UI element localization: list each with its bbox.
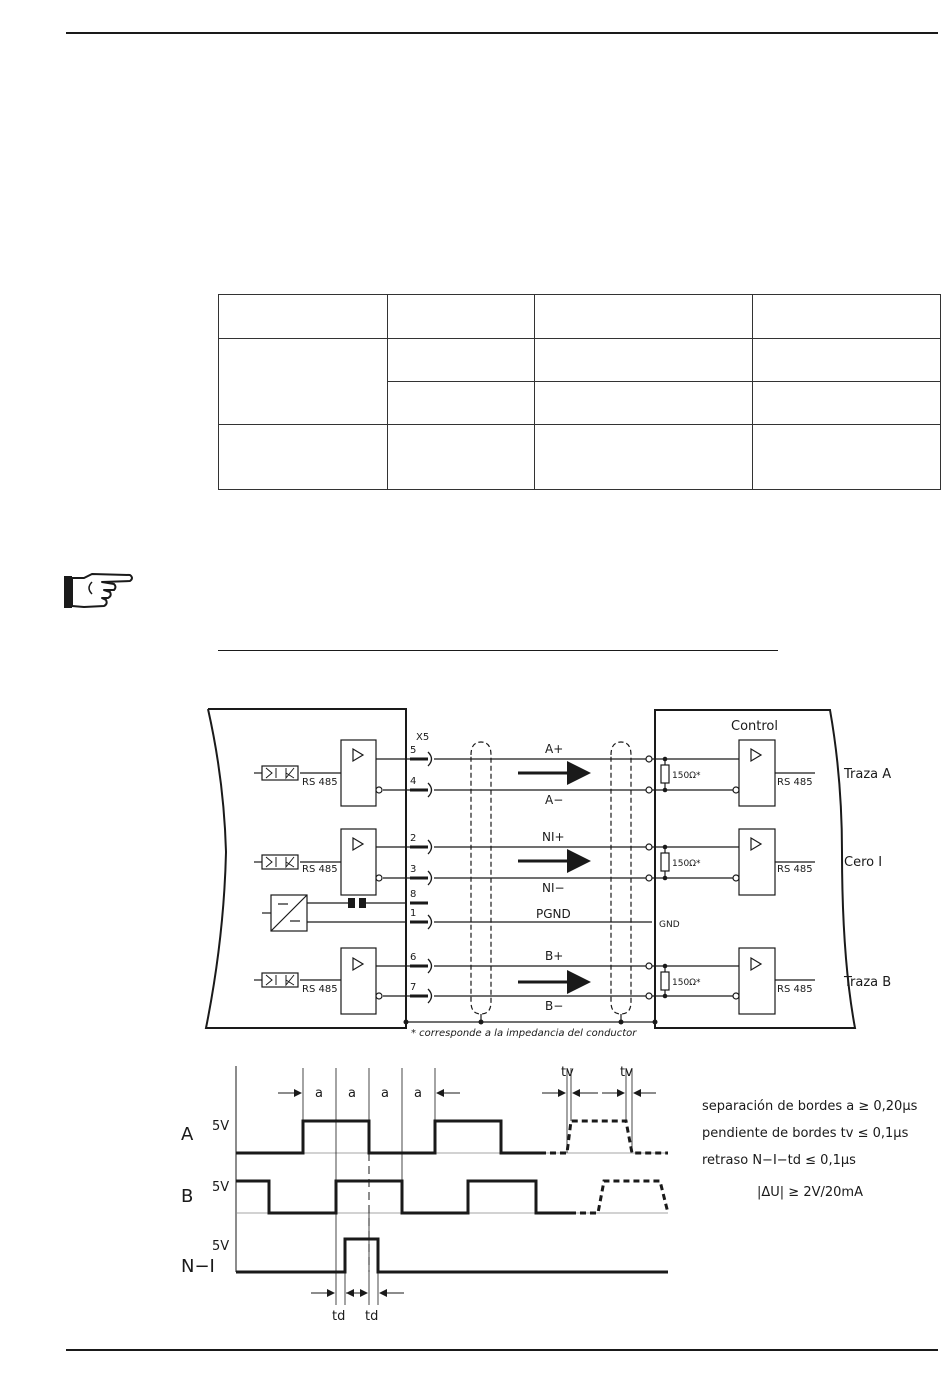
table-row [218,338,941,425]
pointing-hand-icon [64,573,133,608]
signal-label: A+ [545,742,563,756]
delay-label: td [332,1309,345,1324]
resistor-label: 150Ω* [672,859,701,869]
pin-label: 7 [410,982,416,993]
gnd-label: GND [659,920,680,930]
gap-label: a [414,1086,422,1101]
footnote: * corresponde a la impedancia del conduc… [411,1028,637,1039]
signal-label: PGND [536,907,571,921]
signal-label: A− [545,793,563,807]
table-cell [752,424,941,490]
gap-label: a [315,1086,323,1101]
waveform-ni [236,1237,668,1274]
table-cell [534,424,753,490]
table-cell [534,294,753,339]
receiver-blocks [738,739,815,1015]
table-cell [387,381,535,425]
connector-label: X5 [416,732,429,743]
timing-diagram: A B N−I 5V 5V 5V [181,1065,918,1324]
rs485-label: RS 485 [777,984,813,995]
rs485-label: RS 485 [777,864,813,875]
encoder-interface-diagram: X5 Control RS 485 RS 485 RS 485 [181,708,918,1324]
rs485-label: RS 485 [302,777,338,788]
timing-row-label: N−I [181,1256,215,1277]
table-cell [752,294,941,339]
table-cell [387,294,535,339]
table-row [218,424,941,490]
level-label: 5V [212,1180,229,1195]
drive-outline [204,708,407,1029]
pin-label: 2 [410,833,416,844]
output-label: Cero I [844,855,882,870]
driver-block-b: RS 485 [254,947,377,1015]
resistor-label: 150Ω* [672,771,701,781]
table-cell [534,381,753,425]
waveform-a [236,1119,540,1155]
output-label: Traza A [843,767,891,782]
pin-label: 3 [410,864,416,875]
table-cell [752,338,941,382]
pin-label: 6 [410,952,416,963]
control-label: Control [731,719,778,734]
level-label: 5V [212,1239,229,1254]
waveform-b-slope [570,1179,670,1215]
dc-converter [262,894,406,932]
table-cell [534,338,753,382]
spec-line: |ΔU| ≥ 2V/20mA [757,1185,863,1200]
level-label: 5V [212,1119,229,1134]
rs485-label: RS 485 [302,864,338,875]
waveform-b [236,1179,570,1215]
driver-block-a: RS 485 [254,739,377,807]
signal-label: NI+ [542,830,565,844]
table-cell [387,338,535,382]
pin-label: 1 [410,908,416,919]
section-rule [218,650,778,651]
timing-row-label: A [181,1124,194,1145]
signal-label: B+ [545,949,563,963]
table-cell [752,381,941,425]
table-cell [387,424,535,490]
pin-label: 8 [410,889,416,900]
control-outline [654,709,857,1029]
driver-block-ni: RS 485 [254,828,377,896]
header-rule [66,32,938,34]
signal-label: NI− [542,881,565,895]
rs485-label: RS 485 [302,984,338,995]
spec-table [218,294,941,490]
delay-label: td [365,1309,378,1324]
signal-label: B− [545,999,563,1013]
gap-label: a [348,1086,356,1101]
waveform-a-slope [540,1119,668,1155]
gap-label: a [381,1086,389,1101]
pin-label: 5 [410,745,416,756]
slope-label: tv [561,1065,574,1080]
cable-shield [470,741,632,1015]
spec-line: retraso N−I−td ≤ 0,1µs [702,1153,856,1168]
spec-line: pendiente de bordes tv ≤ 0,1µs [702,1126,909,1141]
resistor-label: 150Ω* [672,978,701,988]
slope-label: tv [620,1065,633,1080]
table-cell [218,338,388,425]
output-label: Traza B [843,975,891,990]
footer-rule [66,1349,938,1351]
timing-row-label: B [181,1186,193,1207]
spec-line: separación de bordes a ≥ 0,20µs [702,1099,918,1114]
connector-pins [410,751,433,1004]
table-cell [218,294,388,339]
table-row [218,294,941,339]
rs485-label: RS 485 [777,777,813,788]
table-cell [218,424,388,490]
pin-label: 4 [410,776,416,787]
